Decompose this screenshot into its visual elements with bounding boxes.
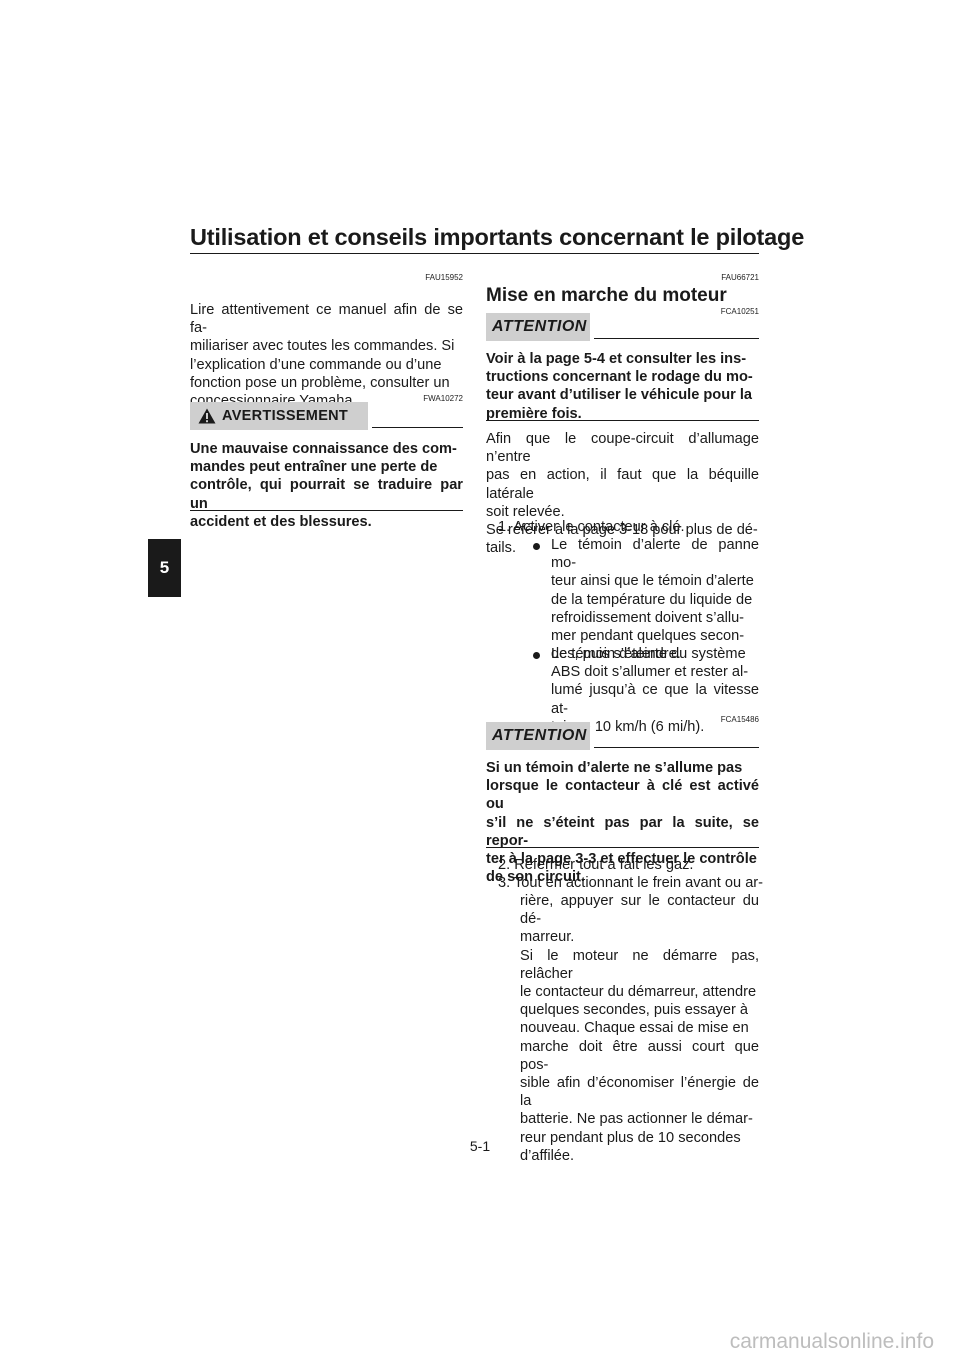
warning-text: Une mauvaise connaissance des com- mande… — [190, 440, 463, 531]
warning-end-rule — [190, 510, 463, 511]
text-line: Se référer à la page 3-18 pour plus de d… — [486, 522, 758, 539]
attention-text: Voir à la page 5-4 et consulter les ins-… — [486, 350, 759, 423]
text-line: mandes peut entraîner une perte de — [190, 459, 438, 476]
text-line: l’explication d’une commande ou d’une — [190, 356, 442, 373]
page-title: Utilisation et conseils importants conce… — [190, 224, 805, 250]
text-line: lumé jusqu’à ce que la vitesse at- — [551, 682, 759, 717]
attention-code: FCA15486 — [720, 715, 759, 724]
bullet-item: Le témoin d’alerte du système ABS doit s… — [551, 645, 759, 736]
text-line: teur ainsi que le témoin d’alerte — [551, 573, 754, 590]
warning-label: AVERTISSEMENT — [222, 408, 349, 424]
text-line: quelques secondes, puis essayer à — [520, 1002, 748, 1019]
step-3-continued: rière, appuyer sur le contacteur du dé- … — [520, 892, 759, 1165]
text-line: refroidissement doivent s’allu- — [551, 609, 745, 626]
warning-header: AVERTISSEMENT — [190, 402, 368, 430]
step-1: 1. Activer le contacteur à clé. — [498, 519, 685, 535]
watermark: carmanualsonline.info — [729, 1330, 934, 1353]
text-line: ter à la page 3-3 et effectuer le contrô… — [486, 851, 757, 868]
text-line: lorsque le contacteur à clé est activé o… — [486, 778, 759, 813]
text-line: de la température du liquide de — [551, 591, 753, 608]
warning-triangle-icon — [198, 408, 216, 424]
text-line: accident et des blessures. — [190, 513, 372, 530]
attention-header: ATTENTION — [486, 313, 590, 341]
attention-header-rule — [594, 747, 759, 748]
text-line: le contacteur du démarreur, attendre — [520, 984, 757, 1001]
text-line: teur avant d’utiliser le véhicule pour l… — [486, 387, 753, 404]
attention-text: Si un témoin d’alerte ne s’allume pas lo… — [486, 759, 759, 886]
bullet-dot-icon — [533, 652, 540, 659]
text-line: première fois. — [486, 405, 582, 422]
text-line: Lire attentivement ce manuel afin de se … — [190, 302, 463, 337]
text-line: pas en action, il faut que la béquille l… — [486, 467, 759, 502]
text-line: ABS doit s’allumer et rester al- — [551, 664, 749, 681]
attention-code: FCA10251 — [720, 307, 759, 316]
text-line: batterie. Ne pas actionner le démar- — [520, 1111, 753, 1128]
text-line: des, puis s’éteindre. — [551, 646, 681, 663]
side-stand-paragraph: Afin que le coupe-circuit d’allumage n’e… — [486, 430, 759, 557]
step-2: 2. Refermer tout à fait les gaz. — [498, 857, 694, 873]
text-line: Le témoin d’alerte de panne mo- — [551, 537, 759, 572]
text-line: tructions concernant le rodage du mo- — [486, 369, 753, 386]
step-3: 3. Tout en actionnant le frein avant ou … — [498, 875, 764, 891]
chapter-tab: 5 — [148, 539, 181, 597]
text-line: Le témoin d’alerte du système — [551, 646, 746, 662]
text-line: d’affilée. — [520, 1147, 575, 1164]
text-line: Voir à la page 5-4 et consulter les ins- — [486, 351, 747, 367]
text-line: miliariser avec toutes les commandes. Si — [190, 338, 455, 355]
text-line: marreur. — [520, 929, 575, 946]
text-line: sible afin d’économiser l’énergie de la — [520, 1075, 759, 1110]
text-line: fonction pose un problème, consulter un — [190, 374, 450, 391]
section-title: Mise en marche du moteur — [486, 285, 727, 306]
attention-end-rule — [486, 847, 759, 848]
text-line: Si un témoin d’alerte ne s’allume pas — [486, 760, 743, 776]
section-code: FAU66721 — [721, 273, 759, 282]
bullet-dot-icon — [533, 543, 540, 550]
attention-header: ATTENTION — [486, 722, 590, 750]
warning-code: FWA10272 — [423, 394, 463, 403]
attention-label: ATTENTION — [492, 318, 587, 335]
text-line: tails. — [486, 540, 517, 557]
page-number: 5-1 — [469, 1138, 491, 1154]
attention-end-rule — [486, 420, 759, 421]
text-line: contrôle, qui pourrait se traduire par u… — [190, 477, 463, 512]
text-line: soit relevée. — [486, 503, 565, 520]
section-code: FAU15952 — [425, 273, 463, 282]
text-line: Si le moteur ne démarre pas, relâcher — [520, 947, 759, 982]
warning-header-rule — [372, 427, 463, 428]
title-rule — [190, 253, 759, 254]
text-line: marche doit être aussi court que pos- — [520, 1038, 759, 1073]
text-line: Afin que le coupe-circuit d’allumage n’e… — [486, 431, 759, 466]
text-line: de son circuit. — [486, 869, 585, 886]
text-line: rière, appuyer sur le contacteur du dé- — [520, 893, 759, 928]
attention-label: ATTENTION — [492, 727, 587, 744]
text-line: nouveau. Chaque essai de mise en — [520, 1020, 749, 1037]
attention-header-rule — [594, 338, 759, 339]
text-line: Une mauvaise connaissance des com- — [190, 441, 457, 457]
bullet-item: Le témoin d’alerte de panne mo- teur ain… — [551, 536, 759, 663]
text-line: reur pendant plus de 10 secondes — [520, 1129, 741, 1146]
text-line: s’il ne s’éteint pas par la suite, se re… — [486, 814, 759, 849]
text-line: mer pendant quelques secon- — [551, 628, 745, 645]
